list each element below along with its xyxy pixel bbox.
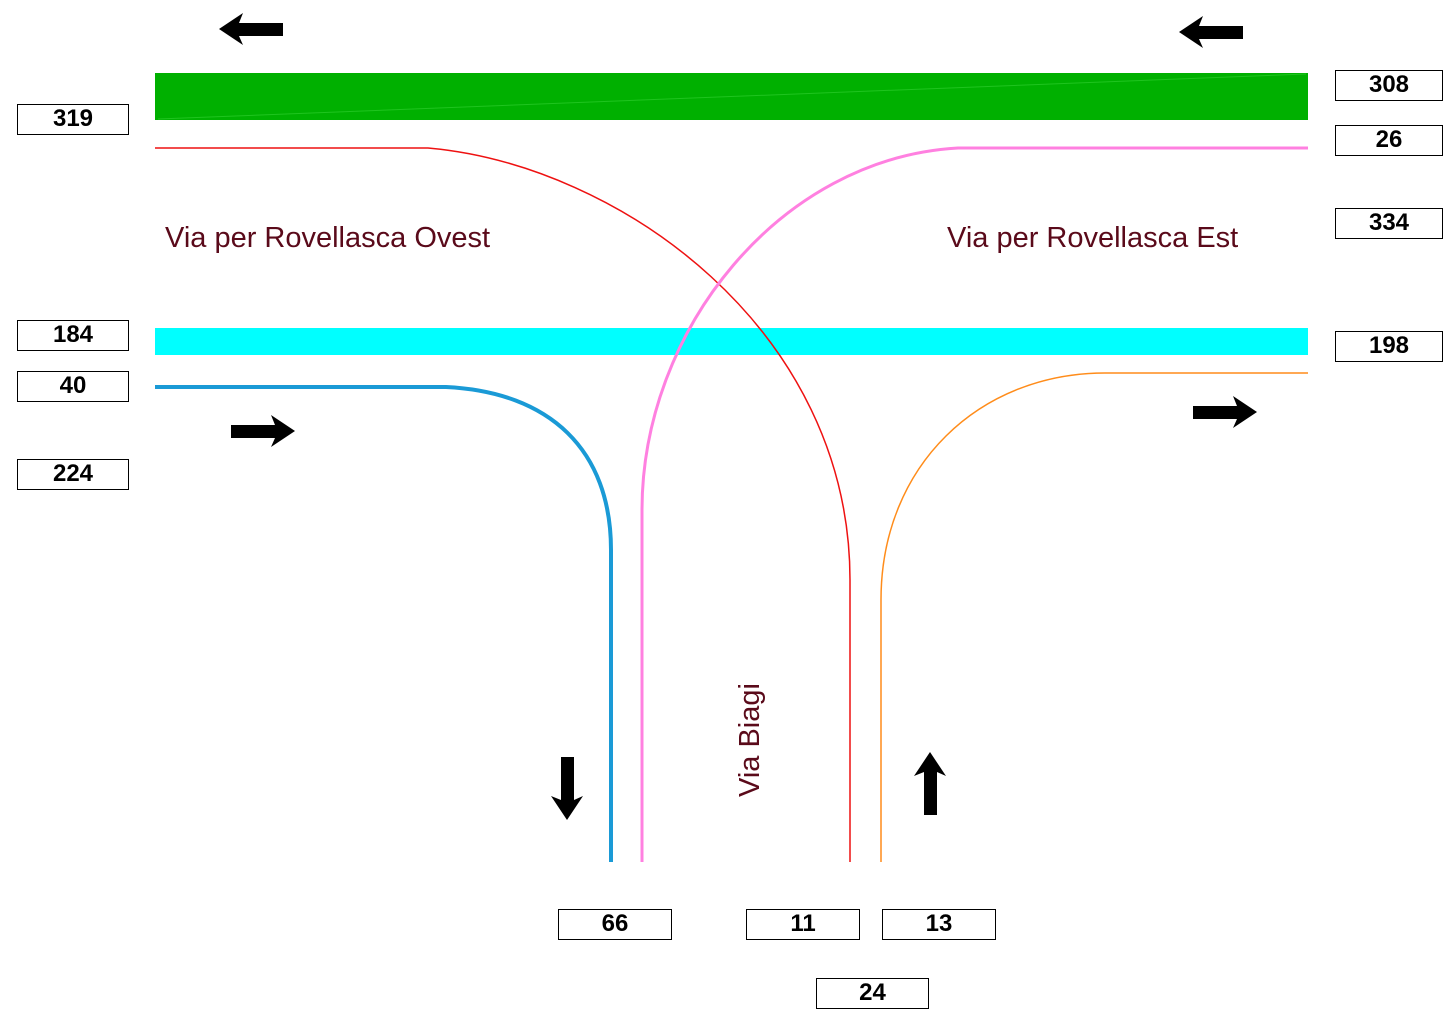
westbound-band-shading [157, 73, 1307, 120]
flow-east-to-south [640, 146, 1308, 862]
count-south-right: 13 [882, 909, 996, 940]
road-label-west: Via per Rovellasca Ovest [165, 222, 491, 254]
arrow-left-icon [219, 13, 283, 45]
count-west-mid: 184 [17, 320, 129, 351]
count-south-left: 66 [558, 909, 672, 940]
arrow-right-icon [1193, 396, 1257, 428]
arrow-down-icon [551, 757, 583, 820]
count-east-second: 26 [1335, 125, 1443, 156]
road-label-east: Via per Rovellasca Est [947, 222, 1239, 254]
count-east-third: 334 [1335, 208, 1443, 239]
road-label-south: Via Biagi [734, 683, 766, 797]
count-west-lower: 40 [17, 371, 129, 402]
count-east-top: 308 [1335, 70, 1443, 101]
arrow-up-icon [914, 752, 946, 815]
flow-south-to-east [880, 372, 1308, 862]
flow-west-to-south [155, 385, 613, 862]
flow-south-to-west [155, 147, 851, 862]
arrow-right-icon [231, 415, 295, 447]
count-south-mid: 11 [746, 909, 860, 940]
eastbound-band [155, 328, 1308, 355]
count-west-bottom: 224 [17, 459, 129, 490]
count-south-total: 24 [816, 978, 929, 1009]
count-west-top: 319 [17, 104, 129, 135]
count-east-mid: 198 [1335, 331, 1443, 362]
arrow-left-icon [1179, 16, 1243, 48]
